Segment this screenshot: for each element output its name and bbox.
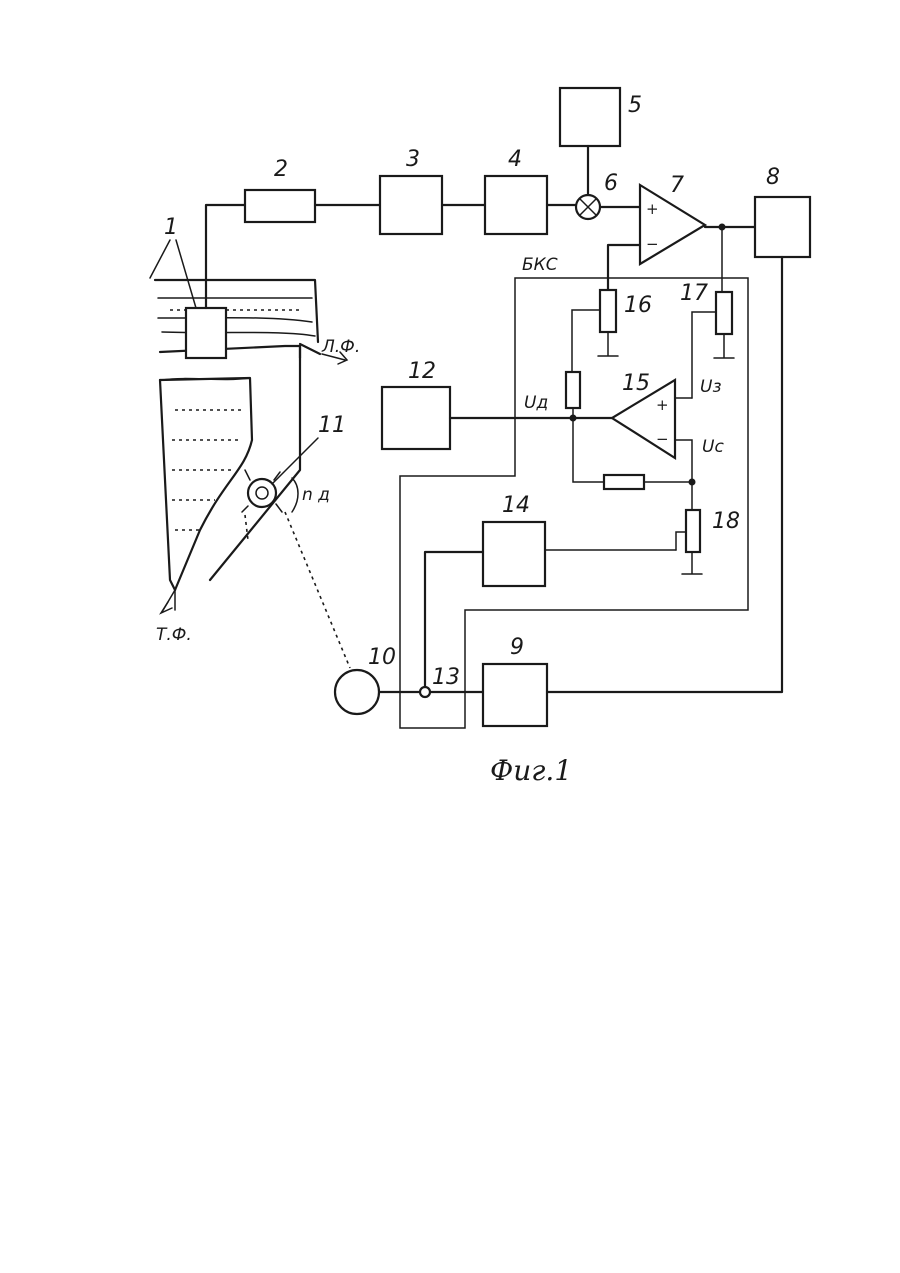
label-uc: Uс	[702, 437, 724, 457]
level-sensor-1	[186, 308, 226, 358]
label-10: 10	[368, 645, 396, 670]
label-1: 1	[164, 215, 178, 240]
label-18: 18	[712, 509, 740, 534]
label-15: 15	[622, 371, 650, 396]
resistor-feedback	[604, 475, 644, 489]
potentiometer-18	[676, 482, 702, 574]
potentiometer-16	[572, 290, 618, 372]
block-8	[755, 197, 810, 257]
motor-10	[335, 670, 379, 714]
element-13	[420, 687, 430, 697]
rotor-11	[242, 470, 282, 512]
summing-junction-6	[576, 195, 600, 219]
label-12: 12	[408, 359, 436, 384]
wire-9-8	[547, 257, 782, 692]
mechanical-link	[285, 512, 350, 668]
block-14	[483, 522, 545, 586]
label-ud: Uд	[524, 393, 548, 413]
figure-caption: Фиг.1	[490, 754, 572, 787]
label-11: 11	[318, 413, 346, 438]
wire-16-7	[608, 245, 640, 290]
label-9: 9	[510, 635, 524, 660]
opamp-15-minus: −	[656, 430, 669, 448]
label-7: 7	[670, 173, 684, 198]
wire-1-2	[206, 205, 245, 308]
bks-boundary	[400, 278, 748, 728]
label-4: 4	[508, 147, 522, 172]
label-13: 13	[432, 665, 460, 690]
wire-fb-left	[573, 418, 604, 482]
label-6: 6	[604, 171, 618, 196]
block-4	[485, 176, 547, 234]
label-uz: Uз	[700, 377, 721, 397]
label-17: 17	[680, 281, 708, 306]
label-lf: Л.Ф.	[321, 337, 360, 357]
block-2	[245, 190, 315, 222]
opamp-15-plus: +	[656, 396, 669, 414]
label-2: 2	[274, 157, 288, 182]
block-5	[560, 88, 620, 146]
label-nd: n д	[302, 485, 330, 505]
opamp-7-plus: +	[646, 200, 659, 218]
label-3: 3	[406, 147, 420, 172]
label-16: 16	[624, 293, 652, 318]
label-bks: БКС	[522, 255, 558, 275]
opamp-7-minus: −	[646, 235, 659, 253]
label-14: 14	[502, 493, 530, 518]
separator-vessel	[155, 280, 347, 613]
potentiometer-17	[692, 230, 734, 398]
label-8: 8	[766, 165, 780, 190]
block-12	[382, 387, 450, 449]
resistor-r1	[566, 372, 580, 408]
wire-15-minus	[675, 440, 692, 482]
block-9	[483, 664, 547, 726]
label-tf: Т.Ф.	[156, 625, 192, 645]
label-5: 5	[628, 93, 642, 118]
block-3	[380, 176, 442, 234]
